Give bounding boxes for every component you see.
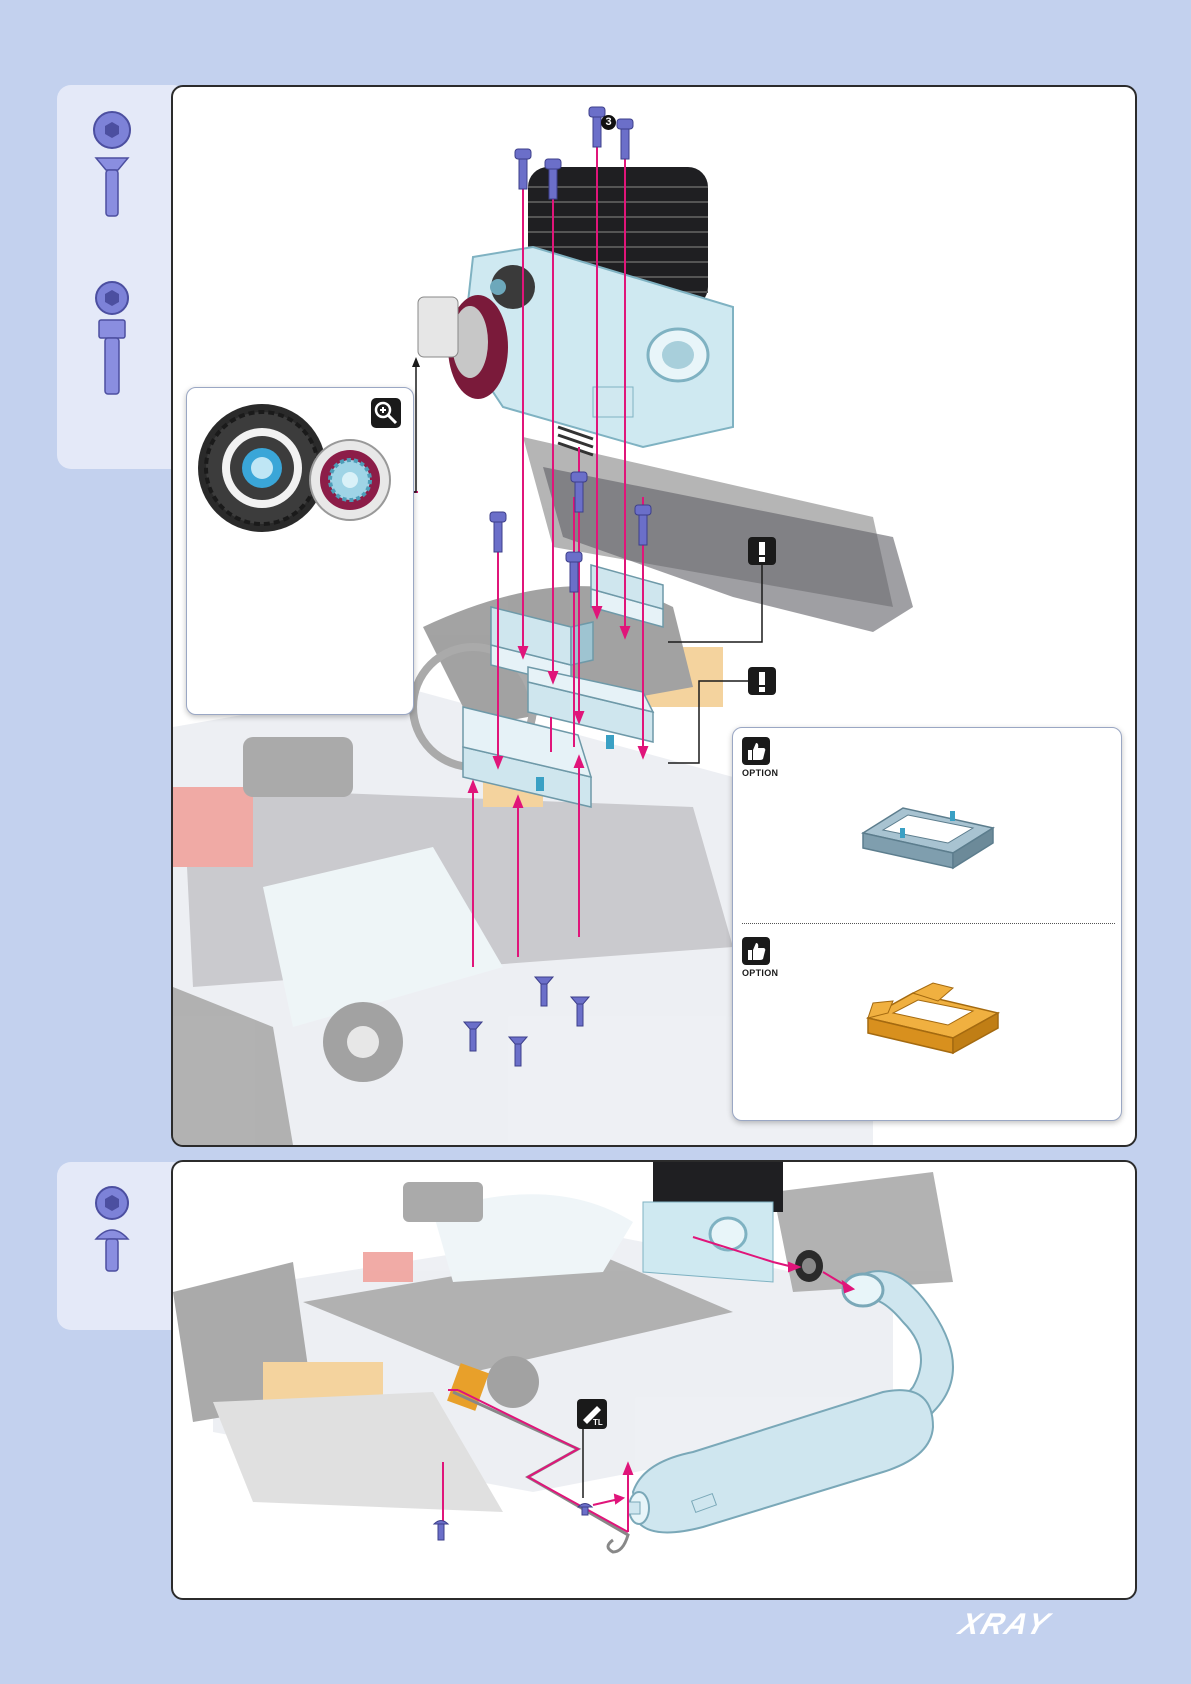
button-head-screw-icon — [90, 1185, 134, 1275]
svg-text:TL: TL — [593, 1418, 603, 1427]
option-thumbs-up-icon — [742, 737, 770, 765]
brand-logo: XRAY — [954, 1608, 1054, 1642]
option-parts-inset: OPTION OPTION — [732, 727, 1122, 1121]
assembly-step-panel-exhaust: TL — [171, 1160, 1137, 1600]
step-number-badge: 3 — [601, 115, 616, 130]
clutch-zoom-inset — [186, 387, 414, 715]
clutch-bell — [310, 440, 390, 520]
option-thumbs-up-icon — [742, 937, 770, 965]
exhaust-mount-illustration: TL — [173, 1162, 1135, 1598]
magnify-icon — [371, 398, 401, 428]
option-label: OPTION — [742, 768, 778, 778]
option-divider — [742, 923, 1115, 924]
option-label: OPTION — [742, 968, 778, 978]
option-aluminum-engine-mount — [853, 783, 1003, 873]
engine — [418, 167, 733, 455]
option-orange-engine-mount — [858, 973, 1008, 1063]
assembly-step-panel-engine: 3 — [171, 85, 1137, 1147]
spur-gear — [198, 404, 326, 532]
countersunk-screw-icon — [90, 110, 134, 220]
socket-head-screw-icon — [90, 280, 134, 398]
